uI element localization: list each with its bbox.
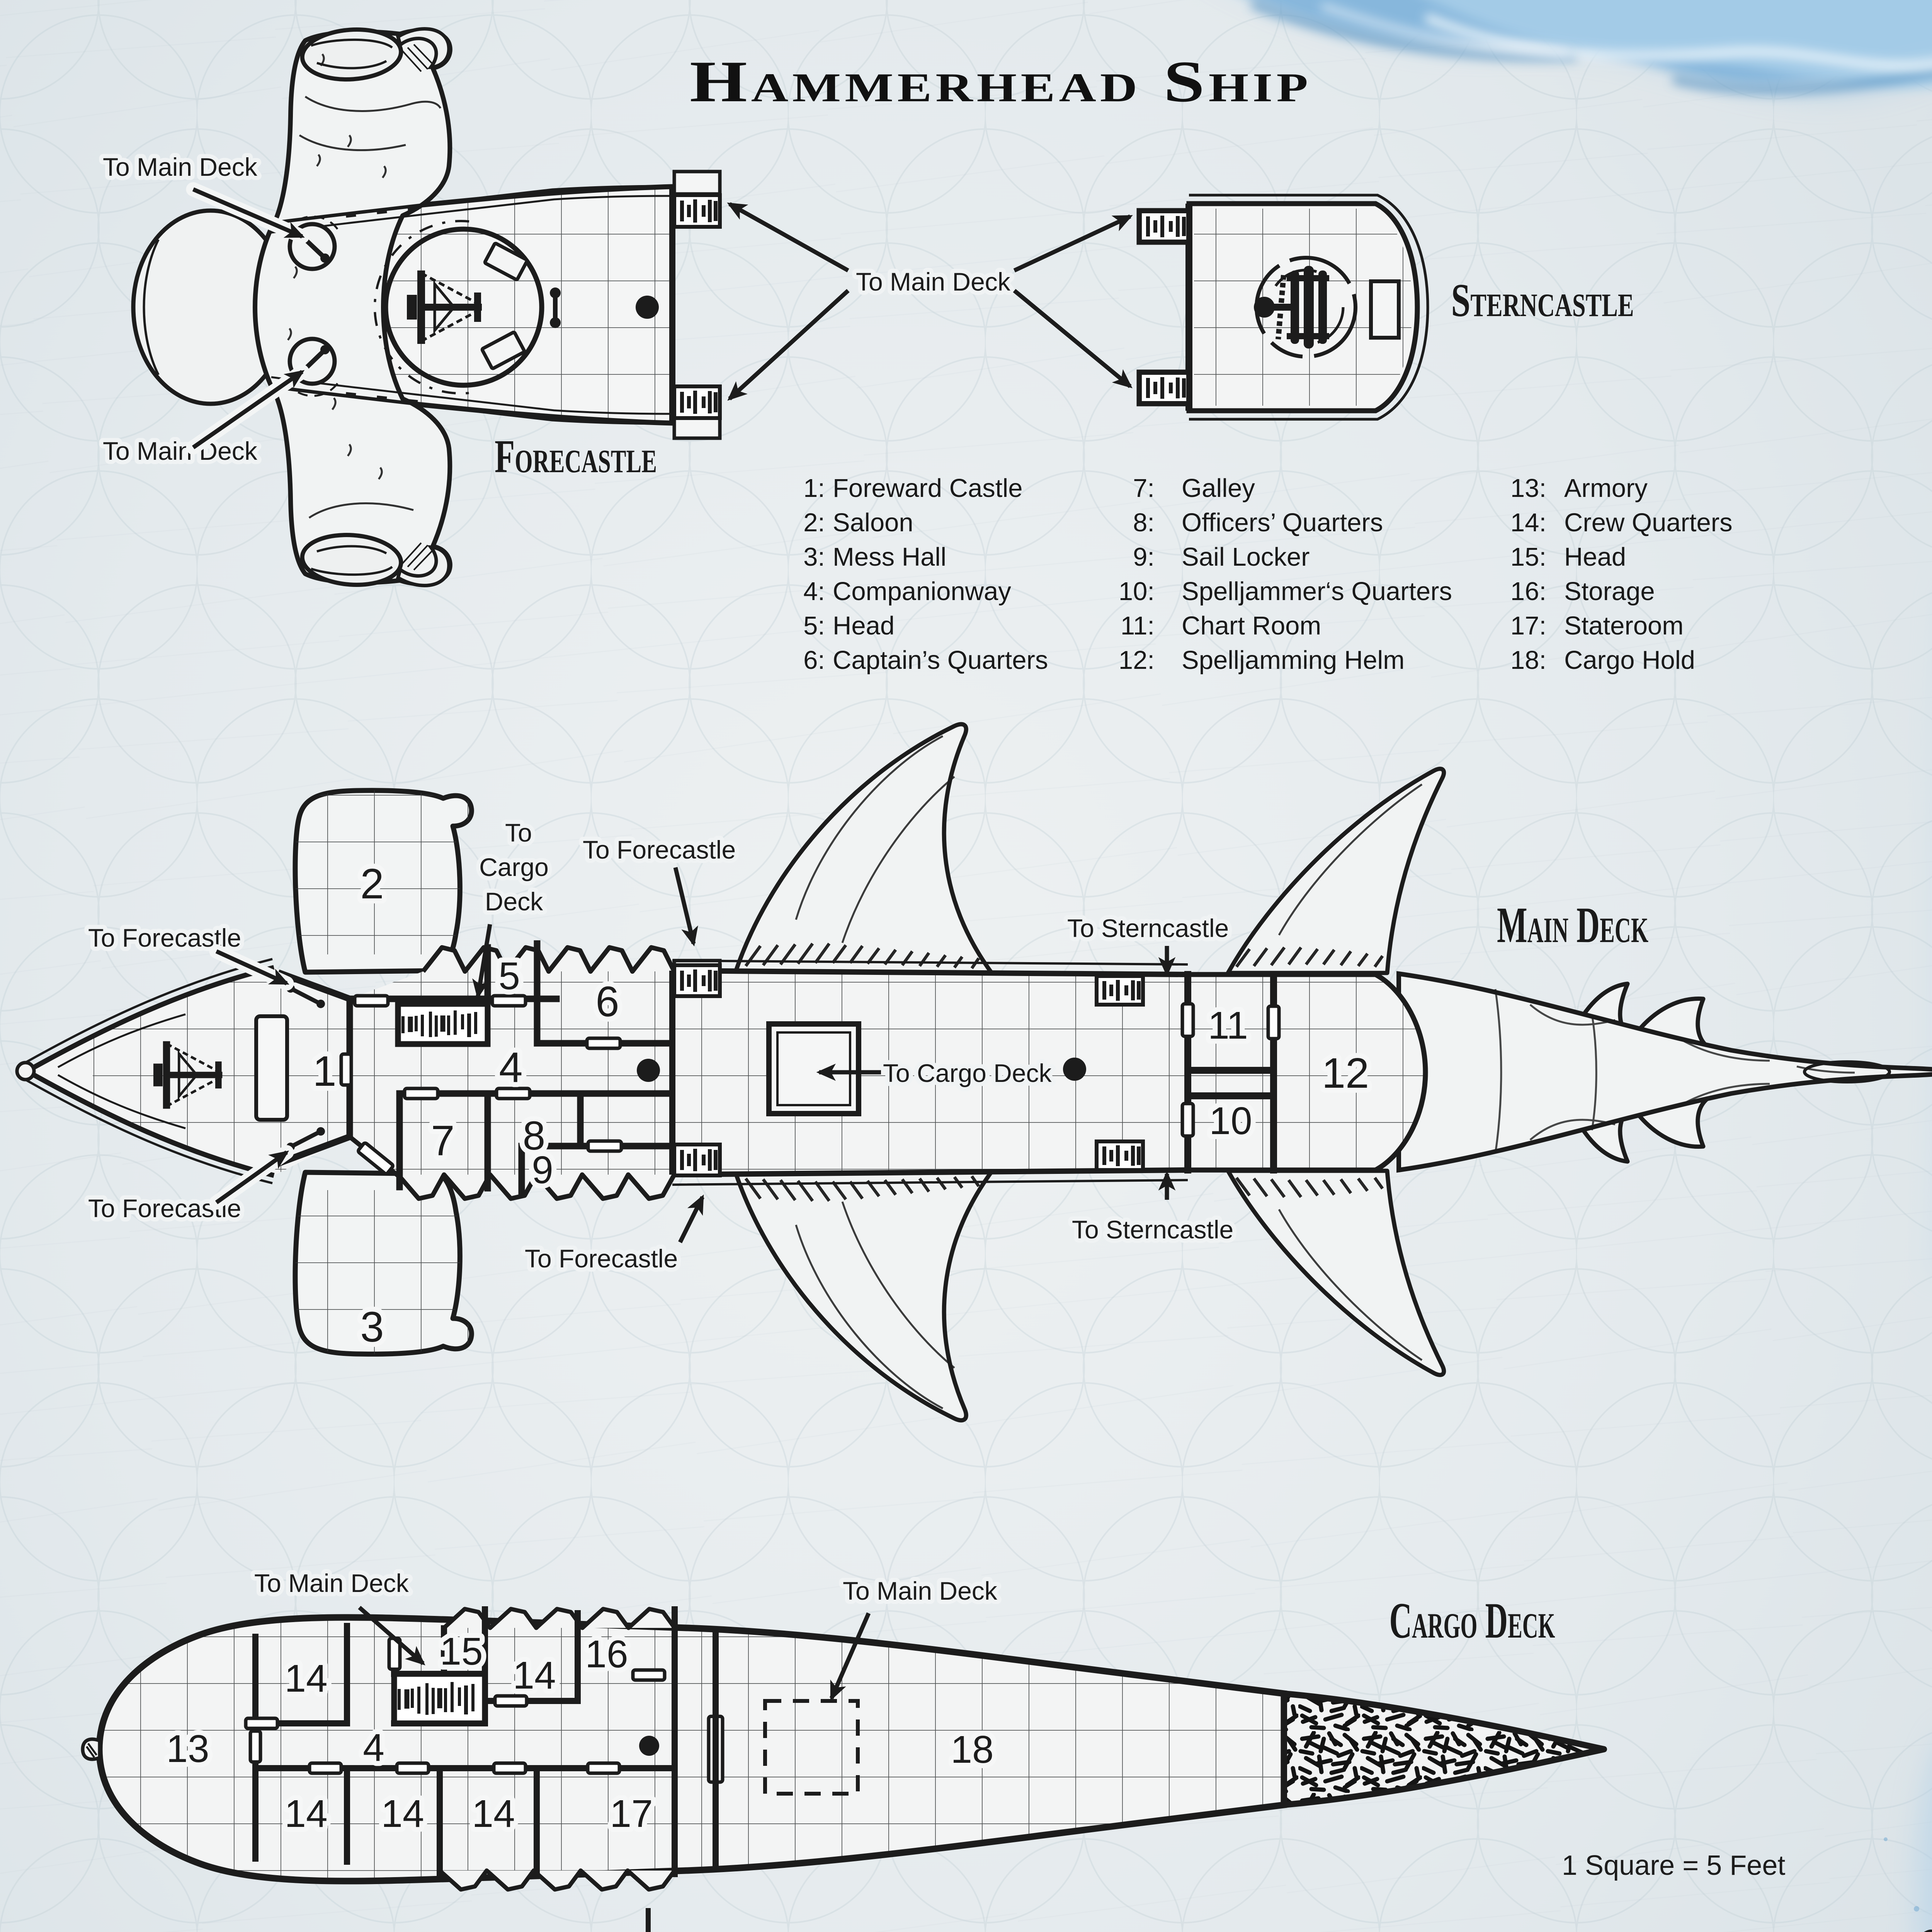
svg-text:7:: 7: <box>1133 474 1155 503</box>
svg-text:Mess Hall: Mess Hall <box>833 543 946 571</box>
svg-text:Companionway: Companionway <box>833 577 1011 606</box>
svg-text:2:: 2: <box>803 508 825 537</box>
svg-text:18:: 18: <box>1510 646 1546 675</box>
svg-text:14: 14 <box>284 1657 327 1700</box>
svg-text:3:: 3: <box>803 543 825 571</box>
svg-text:Crew Quarters: Crew Quarters <box>1564 508 1733 537</box>
svg-text:9: 9 <box>532 1148 553 1192</box>
svg-text:14:: 14: <box>1510 508 1546 537</box>
svg-text:Foreward Castle: Foreward Castle <box>833 474 1023 503</box>
svg-text:Cargo Hold: Cargo Hold <box>1564 646 1695 675</box>
svg-text:12:: 12: <box>1119 646 1155 675</box>
svg-text:To Forecastle: To Forecastle <box>525 1244 678 1273</box>
svg-text:To Forecastle: To Forecastle <box>583 835 736 864</box>
svg-text:Officers’ Quarters: Officers’ Quarters <box>1182 508 1383 537</box>
svg-text:4: 4 <box>363 1726 384 1769</box>
svg-text:1: 1 <box>313 1048 336 1095</box>
svg-text:7: 7 <box>431 1117 454 1165</box>
svg-text:8:: 8: <box>1133 508 1155 537</box>
svg-text:16: 16 <box>585 1633 628 1676</box>
svg-text:Stateroom: Stateroom <box>1564 611 1684 640</box>
svg-text:Spelljamming Helm: Spelljamming Helm <box>1182 646 1405 675</box>
svg-text:To Main Deck: To Main Deck <box>103 437 258 465</box>
svg-text:10:: 10: <box>1119 577 1155 606</box>
svg-text:To Main Deck: To Main Deck <box>843 1577 998 1605</box>
svg-text:2: 2 <box>360 860 384 908</box>
svg-text:To Main Deck: To Main Deck <box>103 153 258 181</box>
svg-text:To Main Deck: To Main Deck <box>254 1569 409 1597</box>
svg-text:18: 18 <box>951 1728 993 1771</box>
svg-text:To Sterncastle: To Sterncastle <box>1072 1215 1233 1244</box>
svg-text:Sail Locker: Sail Locker <box>1182 543 1310 571</box>
svg-text:14: 14 <box>381 1792 424 1835</box>
svg-text:To Sterncastle: To Sterncastle <box>1067 914 1229 942</box>
svg-text:10: 10 <box>1209 1099 1252 1143</box>
svg-text:To Main Deck: To Main Deck <box>856 267 1011 296</box>
svg-text:4:: 4: <box>803 577 825 606</box>
svg-text:3: 3 <box>360 1303 384 1351</box>
svg-text:1:: 1: <box>803 474 825 503</box>
svg-text:Armory: Armory <box>1564 474 1648 503</box>
svg-text:Forecastle: Forecastle <box>495 430 657 483</box>
svg-text:Head: Head <box>833 611 895 640</box>
svg-text:14: 14 <box>513 1654 556 1697</box>
svg-text:15: 15 <box>440 1630 483 1673</box>
svg-text:6: 6 <box>595 978 619 1026</box>
svg-text:9:: 9: <box>1133 543 1155 571</box>
svg-text:16:: 16: <box>1510 577 1546 606</box>
svg-text:11: 11 <box>1208 1004 1248 1047</box>
svg-text:13: 13 <box>166 1727 209 1770</box>
svg-text:6:: 6: <box>803 646 825 675</box>
svg-text:Head: Head <box>1564 543 1626 571</box>
svg-text:Sterncastle: Sterncastle <box>1451 274 1634 327</box>
svg-text:12: 12 <box>1322 1049 1369 1097</box>
svg-text:Main Deck: Main Deck <box>1497 896 1648 953</box>
svg-text:8: 8 <box>523 1113 545 1158</box>
svg-text:15:: 15: <box>1510 543 1546 571</box>
svg-text:Hammerhead Ship: Hammerhead Ship <box>690 49 1312 114</box>
svg-text:Cargo Deck: Cargo Deck <box>1389 1592 1555 1649</box>
svg-text:11:: 11: <box>1121 611 1155 640</box>
svg-text:Captain’s Quarters: Captain’s Quarters <box>833 646 1048 675</box>
svg-text:Chart Room: Chart Room <box>1182 611 1321 640</box>
svg-text:Storage: Storage <box>1564 577 1655 606</box>
svg-text:5: 5 <box>498 954 520 998</box>
svg-text:5:: 5: <box>803 611 825 640</box>
svg-text:4: 4 <box>499 1044 522 1091</box>
svg-text:14: 14 <box>472 1792 515 1835</box>
svg-text:13:: 13: <box>1510 474 1546 503</box>
svg-text:17:: 17: <box>1510 611 1546 640</box>
svg-text:To Cargo Deck: To Cargo Deck <box>883 1059 1052 1087</box>
svg-text:Galley: Galley <box>1182 474 1255 503</box>
svg-text:Saloon: Saloon <box>833 508 913 537</box>
svg-text:14: 14 <box>284 1792 327 1835</box>
svg-text:1 Square = 5 Feet: 1 Square = 5 Feet <box>1562 1850 1785 1881</box>
svg-text:17: 17 <box>610 1792 653 1835</box>
svg-text:Spelljammer‘s Quarters: Spelljammer‘s Quarters <box>1182 577 1452 606</box>
